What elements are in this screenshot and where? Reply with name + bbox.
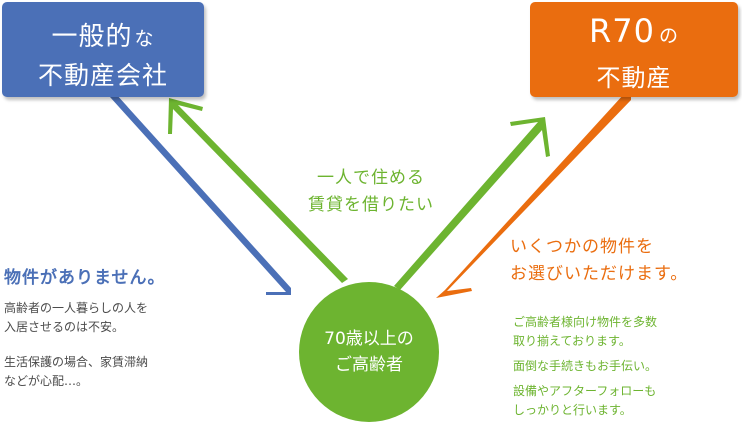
r70-agency-subtitle: 不動産 <box>596 64 672 92</box>
r70-agency-title: R70 <box>589 12 655 50</box>
r70-response-line: しっかりと行います。 <box>513 403 632 417</box>
general-response-line: などが心配…。 <box>4 374 89 388</box>
general-agency-subtitle: 不動産会社 <box>37 61 168 90</box>
r70-response-heading-line: いくつかの物件を <box>510 237 654 257</box>
general-response-line: 高齢者の一人暮らしの人を <box>4 301 149 315</box>
r70-response-heading-line: お選びいただけます。 <box>510 264 689 284</box>
green-arrow-left <box>168 98 348 283</box>
senior-circle: 70歳以上の ご高齢者 <box>299 282 439 422</box>
r70-response-line: 取り揃えております。 <box>513 334 631 348</box>
general-response-line: 生活保護の場合、家賃滞納 <box>4 355 149 369</box>
green-arrow-right <box>394 117 550 290</box>
blue-arrow <box>110 94 291 295</box>
r70-response-line: 設備やアフターフォローも <box>513 384 657 398</box>
general-agency-box: 一般的な 不動産会社 <box>2 2 204 97</box>
general-response-line: 入居させるのは不安。 <box>4 320 125 334</box>
general-agency-title: 一般的 <box>51 22 133 52</box>
r70-response-line: 面倒な手続きもお手伝い。 <box>513 359 658 373</box>
orange-arrow <box>436 94 631 298</box>
request-line-1: 一人で住める <box>317 168 425 188</box>
general-agency-title-particle: な <box>134 28 155 50</box>
senior-line-1: 70歳以上の <box>324 329 414 349</box>
request-line-2: 賃貸を借りたい <box>308 195 434 215</box>
r70-response-line: ご高齢者様向け物件を多数 <box>513 315 658 329</box>
senior-line-2: ご高齢者 <box>335 355 403 375</box>
general-response-heading: 物件がありません。 <box>4 268 166 288</box>
r70-agency-title-particle: の <box>658 25 679 47</box>
